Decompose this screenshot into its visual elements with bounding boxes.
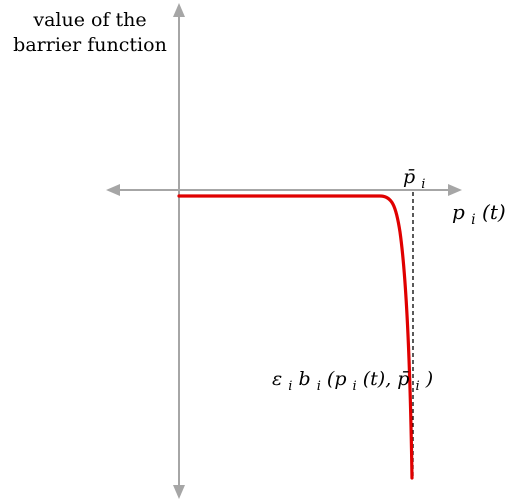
- curve-label-sub-3: i: [353, 379, 357, 394]
- x-axis-label-tail: (t): [482, 200, 506, 224]
- y-axis-label-line2: barrier function: [13, 34, 167, 56]
- curve-label-sub-4: i: [416, 379, 420, 394]
- y-axis-top-arrowhead: [173, 3, 185, 17]
- curve-label-b: b: [298, 368, 310, 390]
- x-axis-label-base: p: [452, 200, 465, 224]
- x-axis-label-sub: i: [471, 212, 475, 228]
- threshold-label-base: p̄: [403, 166, 415, 188]
- x-axis-left-arrowhead: [106, 184, 120, 196]
- curve-label-sub-1: i: [288, 379, 292, 394]
- curve-label-sub-2: i: [317, 379, 321, 394]
- x-axis-label: p i (t): [452, 200, 506, 229]
- curve-label-open-p: (p: [327, 368, 347, 390]
- curve-label-epsilon: ε: [272, 368, 282, 390]
- threshold-label-sub: i: [421, 177, 425, 192]
- curve-label-close: ): [425, 368, 433, 390]
- curve-label-t-part: (t),: [363, 368, 398, 390]
- threshold-label: p̄ i: [403, 166, 425, 192]
- curve-label-pbar: p̄: [397, 368, 409, 390]
- x-axis-right-arrowhead: [448, 184, 462, 196]
- curve-label: ε i b i (p i (t), p̄ i ): [272, 368, 433, 395]
- y-axis-bottom-arrowhead: [173, 485, 185, 499]
- barrier-function-curve: [177, 194, 414, 480]
- y-axis-label-line1: value of the: [32, 9, 146, 31]
